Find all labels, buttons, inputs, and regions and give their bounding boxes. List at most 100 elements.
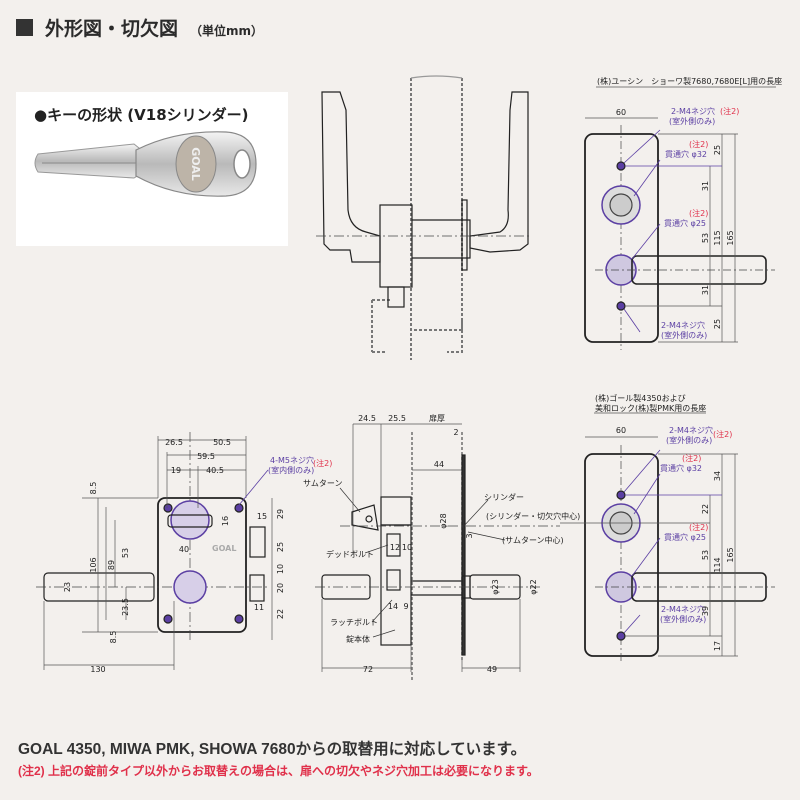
esc-bottom-dim-17: 17 xyxy=(713,641,722,651)
esc-top-dim-115: 115 xyxy=(713,230,722,245)
esc-bottom-note-3: (注2) xyxy=(689,522,708,532)
front-dim-11: 11 xyxy=(254,603,264,612)
esc-bottom-screw-label-2: 2-M4ネジ穴 xyxy=(661,604,705,614)
note-text: (注2) 上記の錠前タイプ以外からお取替えの場合は、扉への切欠やネジ穴加工は必要… xyxy=(18,764,539,778)
esc-bottom-dim-165: 165 xyxy=(726,547,735,562)
side-dim-25-5: 25.5 xyxy=(388,414,406,423)
esc-top-hole1: 貫通穴 φ32 xyxy=(665,149,707,159)
esc-top-screw-label: 2-M4ネジ穴 xyxy=(671,106,715,116)
esc-bottom-dim-114: 114 xyxy=(713,557,722,572)
esc-top-dim-31a: 31 xyxy=(701,181,710,191)
side-dim-72: 72 xyxy=(363,665,373,674)
side-dim-14: 14 xyxy=(388,602,398,611)
esc-bottom-screw-sub: (室外側のみ) xyxy=(666,435,712,445)
front-dim-26-5: 26.5 xyxy=(165,438,183,447)
esc-bottom-note-2: (注2) xyxy=(682,453,701,463)
front-dim-59-5: 59.5 xyxy=(197,452,215,461)
esc-top-title: (株)ユーシン ショーワ製7680,7680E[L]用の長座 xyxy=(597,76,782,86)
front-dim-10: 10 xyxy=(276,564,285,574)
label-thumbturn-center: (サムターン中心) xyxy=(502,535,564,545)
front-dim-16: 16 xyxy=(221,516,230,526)
esc-top-width: 60 xyxy=(616,108,626,117)
label-thumbturn: サムターン xyxy=(303,479,342,488)
front-dim-40: 40 xyxy=(179,545,189,554)
front-dim-89: 89 xyxy=(107,560,116,570)
side-door-thickness: 扉厚 xyxy=(429,413,445,423)
esc-bottom-screw-label: 2-M4ネジ穴 xyxy=(669,425,713,435)
label-cylinder-center: (シリンダー・切欠穴中心) xyxy=(486,511,580,521)
compatibility-text: GOAL 4350, MIWA PMK, SHOWA 7680からの取替用に対応… xyxy=(18,741,527,758)
esc-bottom-dim-22: 22 xyxy=(701,504,710,514)
esc-bottom-hole1: 貫通穴 φ32 xyxy=(660,463,702,473)
label-deadbolt: デッドボルト xyxy=(326,549,374,559)
front-screw-label: 4-M5ネジ穴 xyxy=(270,455,314,465)
esc-bottom-dim-34: 34 xyxy=(713,471,722,481)
esc-bottom-dim-53: 53 xyxy=(701,550,710,560)
front-dim-23-5: 23.5 xyxy=(121,598,130,616)
esc-bottom-hole2: 貫通穴 φ25 xyxy=(664,532,706,542)
label-lockbody: 錠本体 xyxy=(346,634,370,644)
key-ring-hole xyxy=(233,149,251,179)
front-dim-8-5b: 8.5 xyxy=(109,631,118,644)
esc-top-dim-31b: 31 xyxy=(701,285,710,295)
top-handle-view xyxy=(316,75,530,360)
front-dim-20: 20 xyxy=(276,583,285,593)
label-latchbolt: ラッチボルト xyxy=(330,618,378,627)
front-note: (注2) xyxy=(313,458,332,468)
front-dim-130: 130 xyxy=(90,665,105,674)
front-dim-23: 23 xyxy=(63,582,72,592)
esc-top-screw-sub: (室外側のみ) xyxy=(669,116,715,126)
front-dim-22: 22 xyxy=(276,609,285,619)
unit-label: （単位mm） xyxy=(190,24,264,38)
esc-top-dim-25b: 25 xyxy=(713,319,722,329)
side-dim-12: 12 xyxy=(390,543,400,552)
side-dim-2: 2 xyxy=(453,428,458,437)
key-shape-label: ●キーの形状 (V18シリンダー) xyxy=(34,106,249,124)
esc-top-dim-53: 53 xyxy=(701,233,710,243)
front-dim-29: 29 xyxy=(276,509,285,519)
title-text: 外形図・切欠図 xyxy=(45,18,179,40)
front-dim-50-5: 50.5 xyxy=(213,438,231,447)
front-brand: GOAL xyxy=(212,544,236,553)
side-dim-3: 3 xyxy=(465,533,474,538)
side-dim-24-5: 24.5 xyxy=(358,414,376,423)
key-illustration: GOAL xyxy=(34,131,257,197)
esc-top-dim-165: 165 xyxy=(726,230,735,245)
esc-top-hole2: 貫通穴 φ25 xyxy=(664,218,706,228)
side-dim-9: 9 xyxy=(403,602,408,611)
key-brand: GOAL xyxy=(189,147,202,181)
front-dim-8-5a: 8.5 xyxy=(89,482,98,495)
esc-bottom-title-2: 美和ロック(株)製PMK用の長座 xyxy=(595,403,706,413)
esc-top-note-1: (注2) xyxy=(720,106,739,116)
esc-top-screw-label-2: 2-M4ネジ穴 xyxy=(661,320,705,330)
front-dim-15: 15 xyxy=(257,512,267,521)
side-dim-10: 10 xyxy=(402,543,412,552)
side-dim-44: 44 xyxy=(434,460,444,469)
side-dim-phi23: φ23 xyxy=(491,579,500,594)
side-dim-49: 49 xyxy=(487,665,497,674)
front-dim-40-5: 40.5 xyxy=(206,466,224,475)
esc-top-screw-sub-2: (室外側のみ) xyxy=(661,330,707,340)
escutcheon-top-drawing xyxy=(584,86,776,350)
side-dim-phi28: φ28 xyxy=(439,513,448,528)
esc-top-note-2: (注2) xyxy=(689,139,708,149)
esc-top-note-3: (注2) xyxy=(689,208,708,218)
label-cylinder: シリンダー xyxy=(484,492,524,502)
front-dim-106: 106 xyxy=(89,557,98,572)
square-bullet-icon xyxy=(16,19,33,36)
front-view-drawing xyxy=(36,432,273,670)
front-dim-19: 19 xyxy=(171,466,181,475)
front-screw-sub: (室内側のみ) xyxy=(268,465,314,475)
esc-bottom-width: 60 xyxy=(616,426,626,435)
esc-bottom-screw-sub-2: (室外側のみ) xyxy=(660,614,706,624)
page-title: 外形図・切欠図 （単位mm） xyxy=(16,14,263,41)
esc-top-dim-25a: 25 xyxy=(713,145,722,155)
side-view-drawing xyxy=(315,423,560,680)
esc-bottom-note-1: (注2) xyxy=(713,429,732,439)
side-dim-phi22: φ22 xyxy=(529,579,538,594)
escutcheon-bottom-drawing xyxy=(560,412,775,662)
front-dim-25: 25 xyxy=(276,542,285,552)
esc-bottom-dim-39: 39 xyxy=(701,606,710,616)
esc-bottom-title-1: (株)ゴール製4350および xyxy=(595,393,686,403)
